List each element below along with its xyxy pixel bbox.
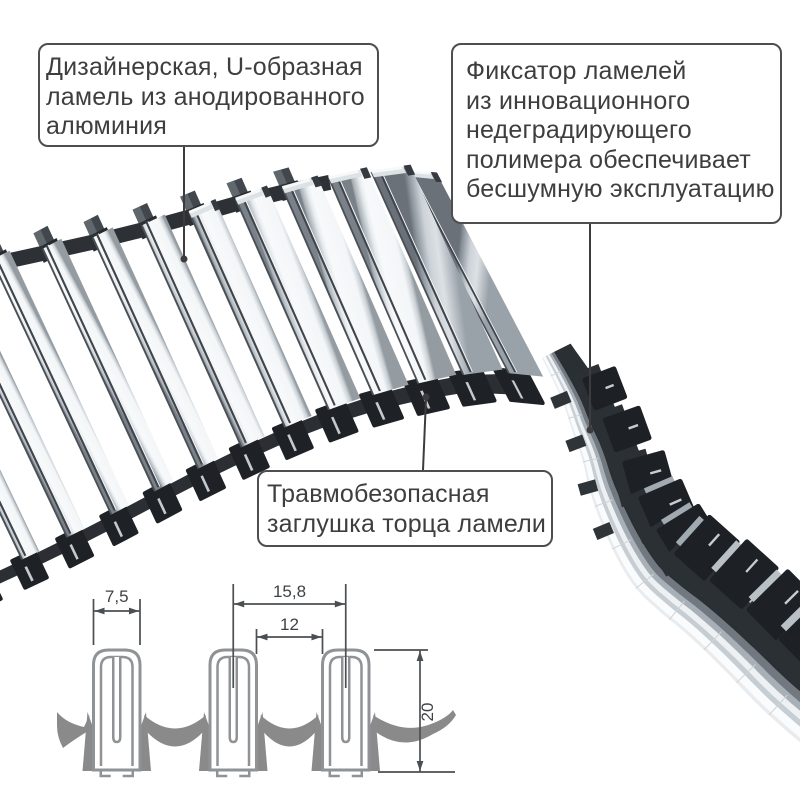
svg-text:20: 20 [418, 703, 437, 722]
svg-text:15,8: 15,8 [273, 582, 306, 601]
svg-text:7,5: 7,5 [105, 587, 129, 606]
svg-text:12: 12 [280, 615, 299, 634]
